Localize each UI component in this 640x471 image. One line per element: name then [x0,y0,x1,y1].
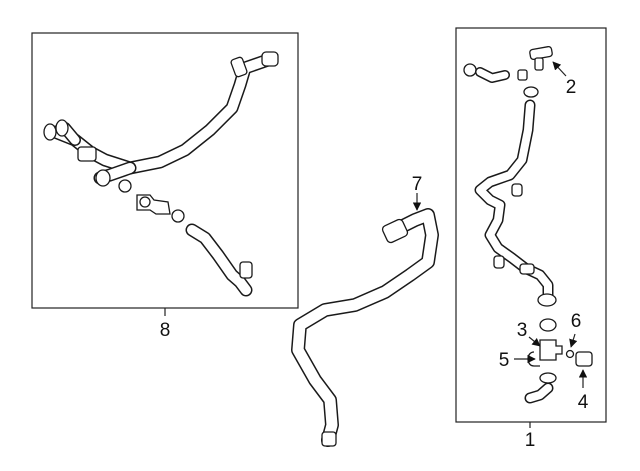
callout-7: 7 [412,174,423,195]
sensor-icon [575,351,593,367]
connector-icon [519,263,535,275]
assembly-1-parts [463,45,593,404]
callout-4: 4 [578,392,589,413]
t-fitting-icon [534,57,544,71]
hose-end-icon [261,51,279,67]
assembly-8-lower-hose [185,223,253,297]
callout-2: 2 [566,77,577,98]
hose-end-icon [537,293,557,307]
clamp-icon [539,318,557,332]
hose-fitting-icon [381,218,409,244]
hose-7 [291,208,439,447]
clamp-icon [171,209,185,223]
clamp-icon [523,86,539,98]
callout-6: 6 [571,311,582,332]
clamp-icon [230,56,248,78]
assembly-8-valve [118,179,185,223]
assembly-8-upper-hose [43,51,279,187]
clamp-icon [493,255,505,269]
thermostat-housing-icon [539,339,563,361]
connector-icon [77,146,97,162]
hose-end-icon [95,169,111,187]
hose-end-icon [43,123,57,141]
assembly-8-box [31,32,299,309]
callout-1: 1 [525,430,536,451]
hose-end-icon [321,431,337,447]
assembly-1-box [455,27,607,423]
clamp-icon [539,372,557,384]
callout-5: 5 [499,350,510,371]
valve-port-icon [139,196,151,208]
callout-3: 3 [517,320,528,341]
clamp-icon [517,69,528,81]
clamp-icon [463,63,477,77]
callout-8: 8 [160,320,171,341]
clamp-icon [511,183,523,197]
hose-end-icon [239,261,253,279]
clamp-icon [118,179,132,193]
hose-end-icon [55,119,69,137]
o-ring-icon [565,349,575,359]
